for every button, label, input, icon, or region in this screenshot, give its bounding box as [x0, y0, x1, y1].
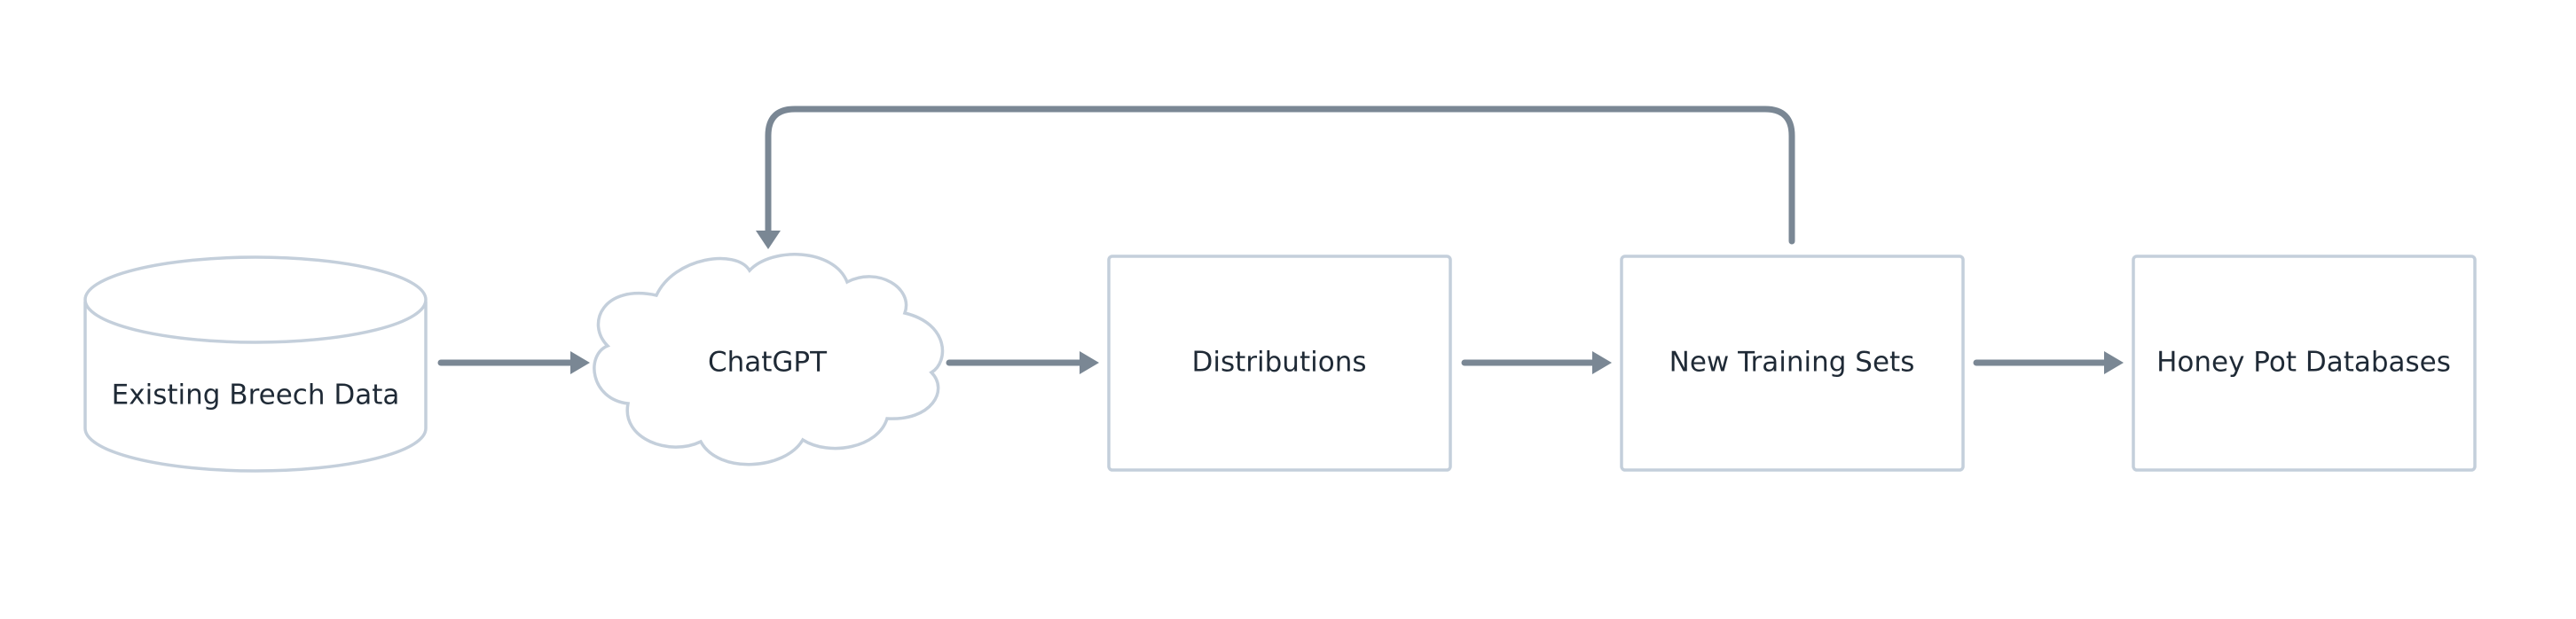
arrow-feedback-loop — [756, 106, 1795, 249]
box-honey-pot-databases — [2132, 255, 2477, 472]
node-honey-pot-databases: Honey Pot Databases — [2132, 255, 2477, 472]
box-distributions — [1107, 255, 1452, 472]
node-label-honey-pot-databases: Honey Pot Databases — [2156, 347, 2451, 379]
database-cylinder-icon — [83, 302, 428, 473]
node-label-distributions: Distributions — [1191, 347, 1366, 379]
arrowhead-right-icon — [1080, 351, 1099, 374]
node-chatgpt: ChatGPT — [593, 253, 945, 466]
arrowhead-right-icon — [2104, 351, 2124, 374]
arrow-training-sets-to-honey-pot — [1973, 351, 2124, 374]
node-new-training-sets: New Training Sets — [1620, 255, 1965, 472]
node-existing-breech-data: Existing Breech Data — [83, 255, 428, 473]
arrow-distributions-to-training-sets — [1461, 351, 1612, 374]
box-new-training-sets — [1620, 255, 1965, 472]
feedback-loop-line — [765, 106, 1795, 245]
cloud-icon — [593, 253, 945, 466]
arrow-breech-data-to-chatgpt — [437, 351, 590, 374]
arrowhead-right-icon — [570, 351, 590, 374]
node-distributions: Distributions — [1107, 255, 1452, 472]
node-label-chatgpt: ChatGPT — [708, 347, 828, 379]
arrow-chatgpt-to-distributions — [946, 351, 1099, 374]
arrowhead-down-icon — [756, 231, 781, 249]
node-label-existing-breech-data: Existing Breech Data — [112, 380, 400, 411]
cylinder-top — [83, 255, 428, 344]
arrowhead-right-icon — [1592, 351, 1612, 374]
node-label-new-training-sets: New Training Sets — [1669, 347, 1915, 379]
